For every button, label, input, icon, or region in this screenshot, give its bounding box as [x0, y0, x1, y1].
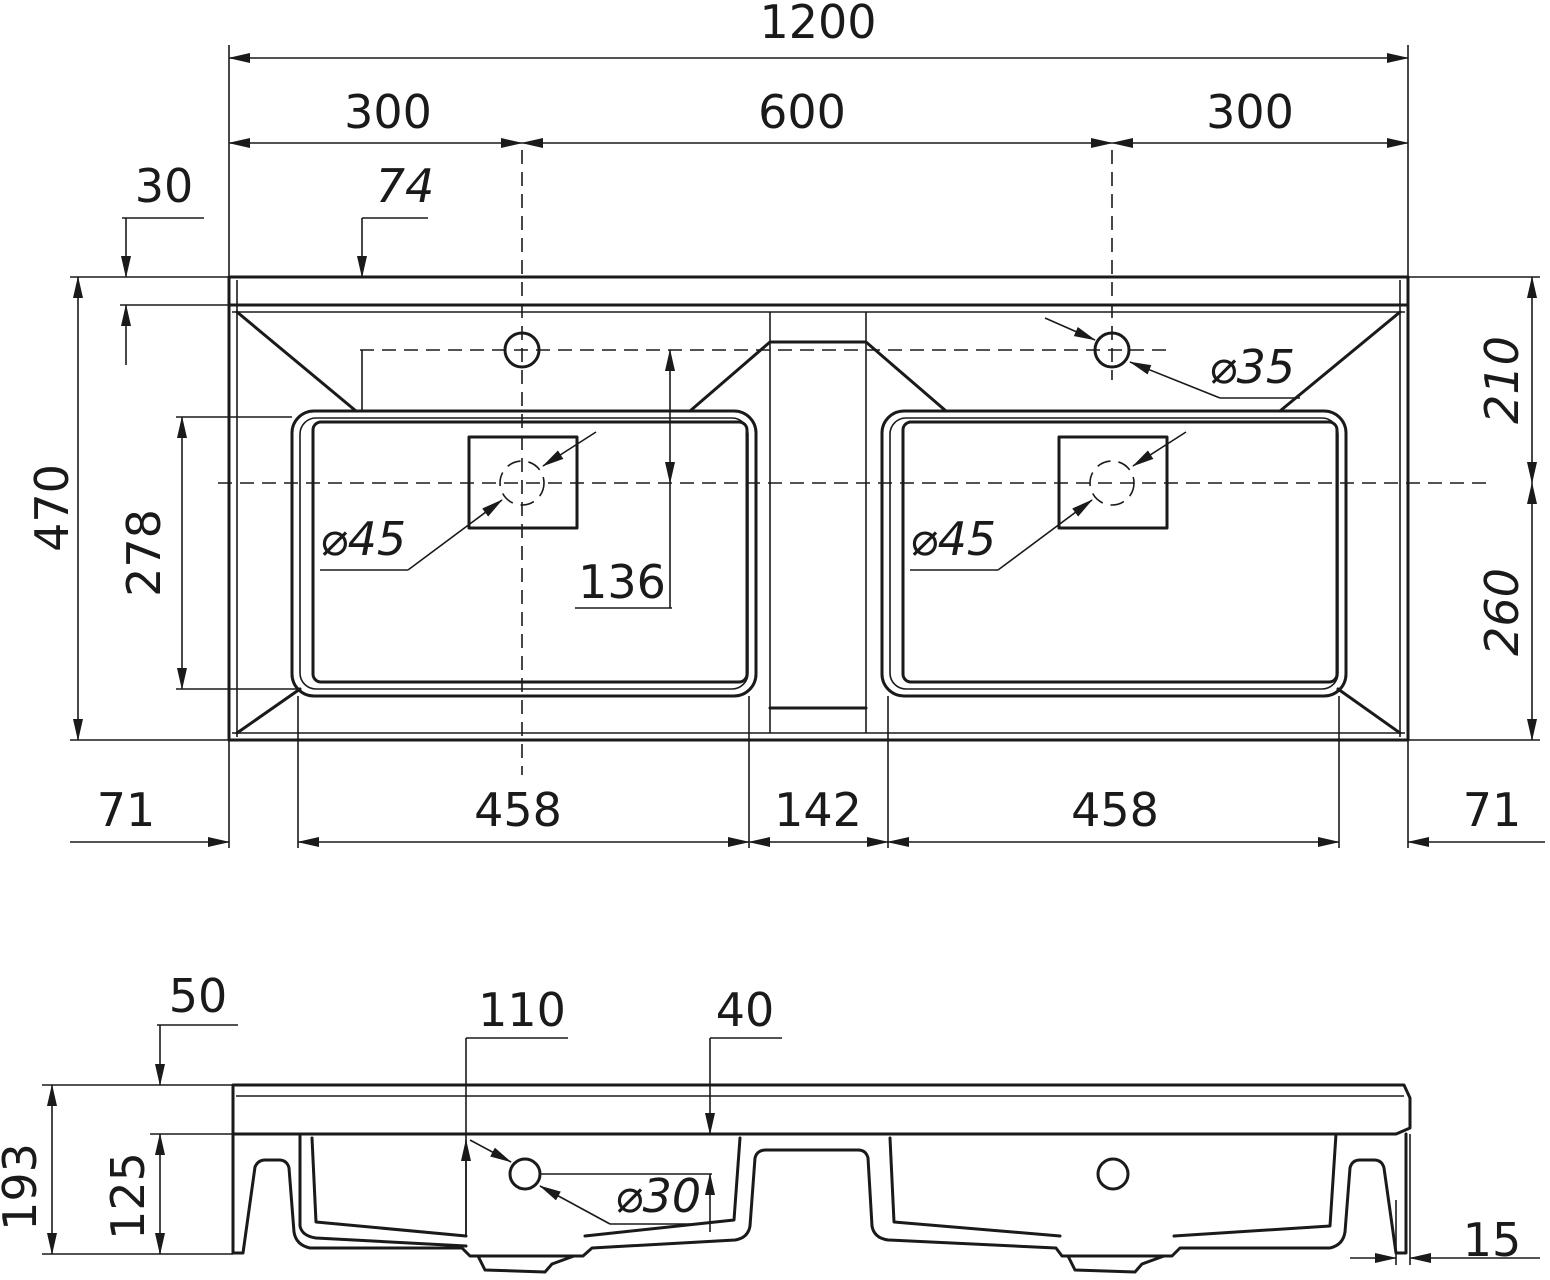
dim-1200: 1200	[759, 0, 876, 49]
dim-dia-30: ⌀30	[615, 1169, 701, 1223]
dim-142: 142	[774, 783, 862, 837]
dim-40: 40	[716, 983, 775, 1037]
dim-74: 74	[376, 159, 435, 213]
dim-458-left: 458	[474, 783, 562, 837]
dim-300-left: 300	[344, 85, 432, 139]
overflow-left	[508, 1157, 542, 1191]
right-bowl	[880, 310, 1402, 735]
top-view: 1200 300 600 300 30 74 470 278 136	[25, 0, 1545, 848]
dim-71-left: 71	[97, 783, 156, 837]
dim-600: 600	[758, 85, 846, 139]
dim-193: 193	[0, 1143, 47, 1231]
dim-470: 470	[25, 464, 79, 552]
dim-30: 30	[135, 159, 194, 213]
dim-300-right: 300	[1206, 85, 1294, 139]
dim-278: 278	[117, 509, 171, 597]
dim-50: 50	[169, 969, 228, 1023]
dim-dia-45-left: ⌀45	[320, 512, 406, 566]
overflow-right	[1096, 1157, 1130, 1191]
sink-outline	[227, 275, 1410, 742]
dim-dia-35: ⌀35	[1209, 340, 1295, 394]
dim-110: 110	[478, 983, 566, 1037]
side-view: 193 125 50 110 40 ⌀30 15	[0, 969, 1540, 1274]
dim-15: 15	[1463, 1213, 1522, 1267]
dim-125: 125	[101, 1152, 155, 1240]
dim-136: 136	[578, 555, 666, 609]
dim-71-right: 71	[1463, 783, 1522, 837]
dim-dia-45-right: ⌀45	[910, 512, 996, 566]
dim-210: 210	[1475, 336, 1529, 424]
dim-260: 260	[1475, 568, 1529, 656]
dim-458-right: 458	[1071, 783, 1159, 837]
